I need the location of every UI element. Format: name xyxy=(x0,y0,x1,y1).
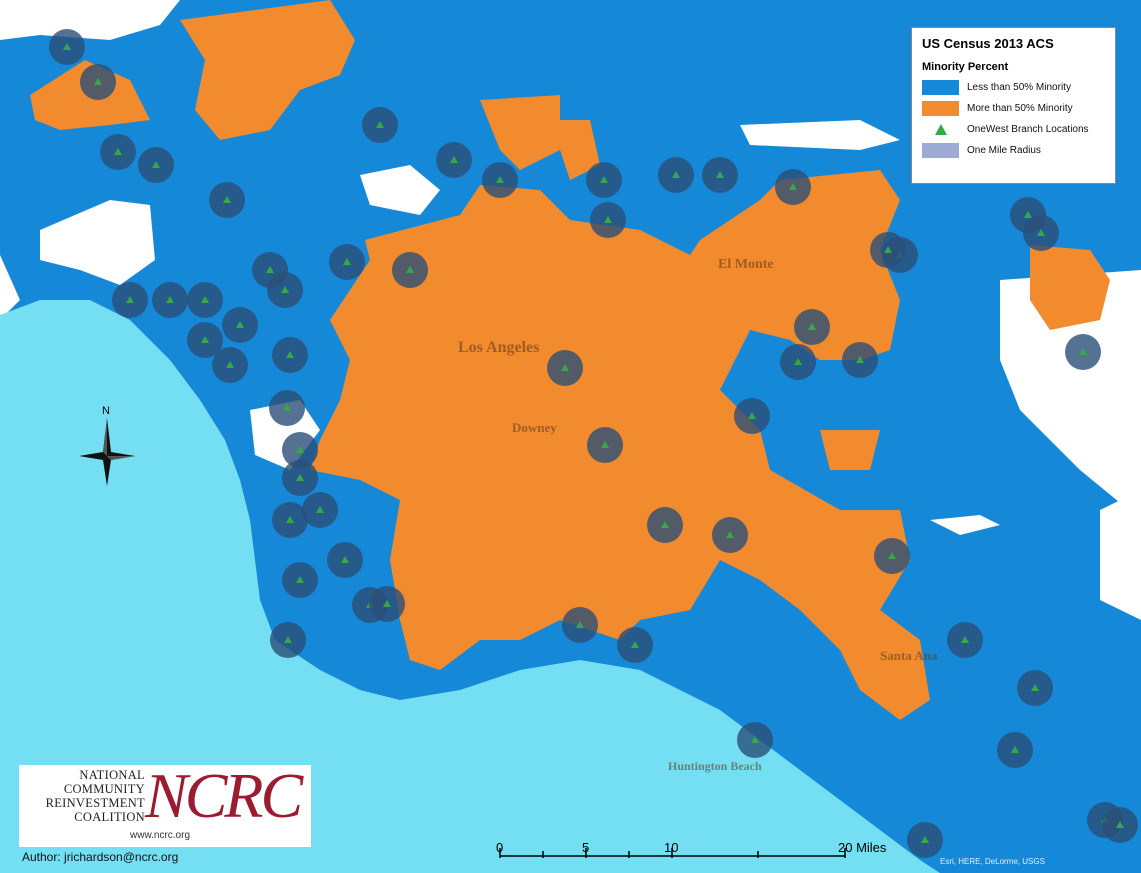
scale-label-10: 10 xyxy=(664,840,679,855)
branch-location-icon[interactable] xyxy=(856,356,864,363)
branch-location-icon[interactable] xyxy=(794,358,802,365)
branch-location-icon[interactable] xyxy=(201,336,209,343)
branch-location-icon[interactable] xyxy=(1116,821,1124,828)
branch-location-icon[interactable] xyxy=(223,196,231,203)
branch-location-icon[interactable] xyxy=(284,636,292,643)
branch-location-icon[interactable] xyxy=(296,474,304,481)
branch-location-icon[interactable] xyxy=(283,404,291,411)
branch-location-icon[interactable] xyxy=(496,176,504,183)
ncrc-logo: NCRC xyxy=(145,760,303,831)
org-name: NATIONAL COMMUNITY REINVESTMENT COALITIO… xyxy=(45,768,145,824)
branch-location-icon[interactable] xyxy=(661,521,669,528)
branch-location-icon[interactable] xyxy=(152,161,160,168)
map-legend: US Census 2013 ACS Minority Percent Less… xyxy=(911,27,1116,184)
branch-location-icon[interactable] xyxy=(726,531,734,538)
legend-item-branch-locations: OneWest Branch Locations xyxy=(922,119,1107,140)
compass-north-label: N xyxy=(102,405,110,417)
branch-location-icon[interactable] xyxy=(631,641,639,648)
branch-location-icon[interactable] xyxy=(561,364,569,371)
branch-location-icon[interactable] xyxy=(383,600,391,607)
legend-item-label: More than 50% Minority xyxy=(967,103,1073,114)
branch-location-icon[interactable] xyxy=(226,361,234,368)
branch-location-icon[interactable] xyxy=(450,156,458,163)
orange-swatch xyxy=(922,101,959,116)
place-label-el-monte: El Monte xyxy=(718,257,774,272)
branch-location-icon[interactable] xyxy=(63,43,71,50)
branch-location-icon[interactable] xyxy=(789,183,797,190)
branch-location-icon[interactable] xyxy=(884,246,892,253)
branch-location-icon[interactable] xyxy=(961,636,969,643)
branch-location-icon[interactable] xyxy=(296,446,304,453)
branch-location-icon[interactable] xyxy=(406,266,414,273)
branch-location-icon[interactable] xyxy=(600,176,608,183)
branch-location-icon[interactable] xyxy=(266,266,274,273)
branch-location-icon[interactable] xyxy=(672,171,680,178)
branch-location-icon[interactable] xyxy=(296,576,304,583)
branch-location-icon[interactable] xyxy=(114,148,122,155)
branch-location-icon[interactable] xyxy=(126,296,134,303)
place-label-downey: Downey xyxy=(512,420,557,435)
branch-location-icon[interactable] xyxy=(716,171,724,178)
branch-location-icon[interactable] xyxy=(236,321,244,328)
branch-location-icon[interactable] xyxy=(341,556,349,563)
radius-swatch xyxy=(922,143,959,158)
legend-item-more-than-50: More than 50% Minority xyxy=(922,98,1107,119)
branch-location-icon[interactable] xyxy=(1031,684,1039,691)
scale-label-0: 0 xyxy=(496,840,504,855)
branch-location-icon[interactable] xyxy=(166,296,174,303)
scale-bar xyxy=(499,848,846,858)
legend-item-label: OneWest Branch Locations xyxy=(967,124,1089,135)
branch-location-icon[interactable] xyxy=(201,296,209,303)
branch-location-icon[interactable] xyxy=(286,351,294,358)
branch-radius-layer xyxy=(49,29,1138,858)
author-credit: Author: jrichardson@ncrc.org xyxy=(22,850,179,864)
branch-location-icon[interactable] xyxy=(751,736,759,743)
branch-location-icon[interactable] xyxy=(748,412,756,419)
branch-location-icon[interactable] xyxy=(604,216,612,223)
branch-location-icon[interactable] xyxy=(1079,348,1087,355)
branch-location-icon[interactable] xyxy=(921,836,929,843)
branch-location-icon[interactable] xyxy=(601,441,609,448)
place-label-huntington-beach: Huntington Beach xyxy=(668,759,762,773)
branch-location-icon[interactable] xyxy=(376,121,384,128)
legend-subtitle: Minority Percent xyxy=(922,61,1009,73)
branch-location-icon[interactable] xyxy=(1024,211,1032,218)
branch-location-icon[interactable] xyxy=(281,286,289,293)
branch-location-icon[interactable] xyxy=(94,78,102,85)
branch-location-icon[interactable] xyxy=(316,506,324,513)
ocean xyxy=(0,300,940,873)
map-attribution: Esri, HERE, DeLorme, USGS xyxy=(940,857,1045,866)
scale-label-5: 5 xyxy=(582,840,590,855)
place-label-los-angeles: Los Angeles xyxy=(458,339,539,356)
legend-title: US Census 2013 ACS xyxy=(922,36,1054,51)
legend-item-label: Less than 50% Minority xyxy=(967,82,1071,93)
branch-location-icon[interactable] xyxy=(576,621,584,628)
ncrc-logo-block: NATIONAL COMMUNITY REINVESTMENT COALITIO… xyxy=(19,760,311,847)
legend-item-less-than-50: Less than 50% Minority xyxy=(922,77,1107,98)
ncrc-url[interactable]: www.ncrc.org xyxy=(130,830,191,841)
branch-location-icon[interactable] xyxy=(808,323,816,330)
scale-label-20-miles: 20 Miles xyxy=(838,840,887,855)
branch-location-icon[interactable] xyxy=(1037,229,1045,236)
green-triangle-icon xyxy=(922,122,959,137)
compass-rose: N xyxy=(79,405,135,486)
legend-item-one-mile-radius: One Mile Radius xyxy=(922,140,1107,161)
place-label-santa-ana: Santa Ana xyxy=(880,648,938,663)
branch-location-icon[interactable] xyxy=(888,552,896,559)
branch-location-icon[interactable] xyxy=(286,516,294,523)
blue-swatch xyxy=(922,80,959,95)
branch-location-icon[interactable] xyxy=(343,258,351,265)
branch-location-icon[interactable] xyxy=(1011,746,1019,753)
legend-item-label: One Mile Radius xyxy=(967,145,1041,156)
